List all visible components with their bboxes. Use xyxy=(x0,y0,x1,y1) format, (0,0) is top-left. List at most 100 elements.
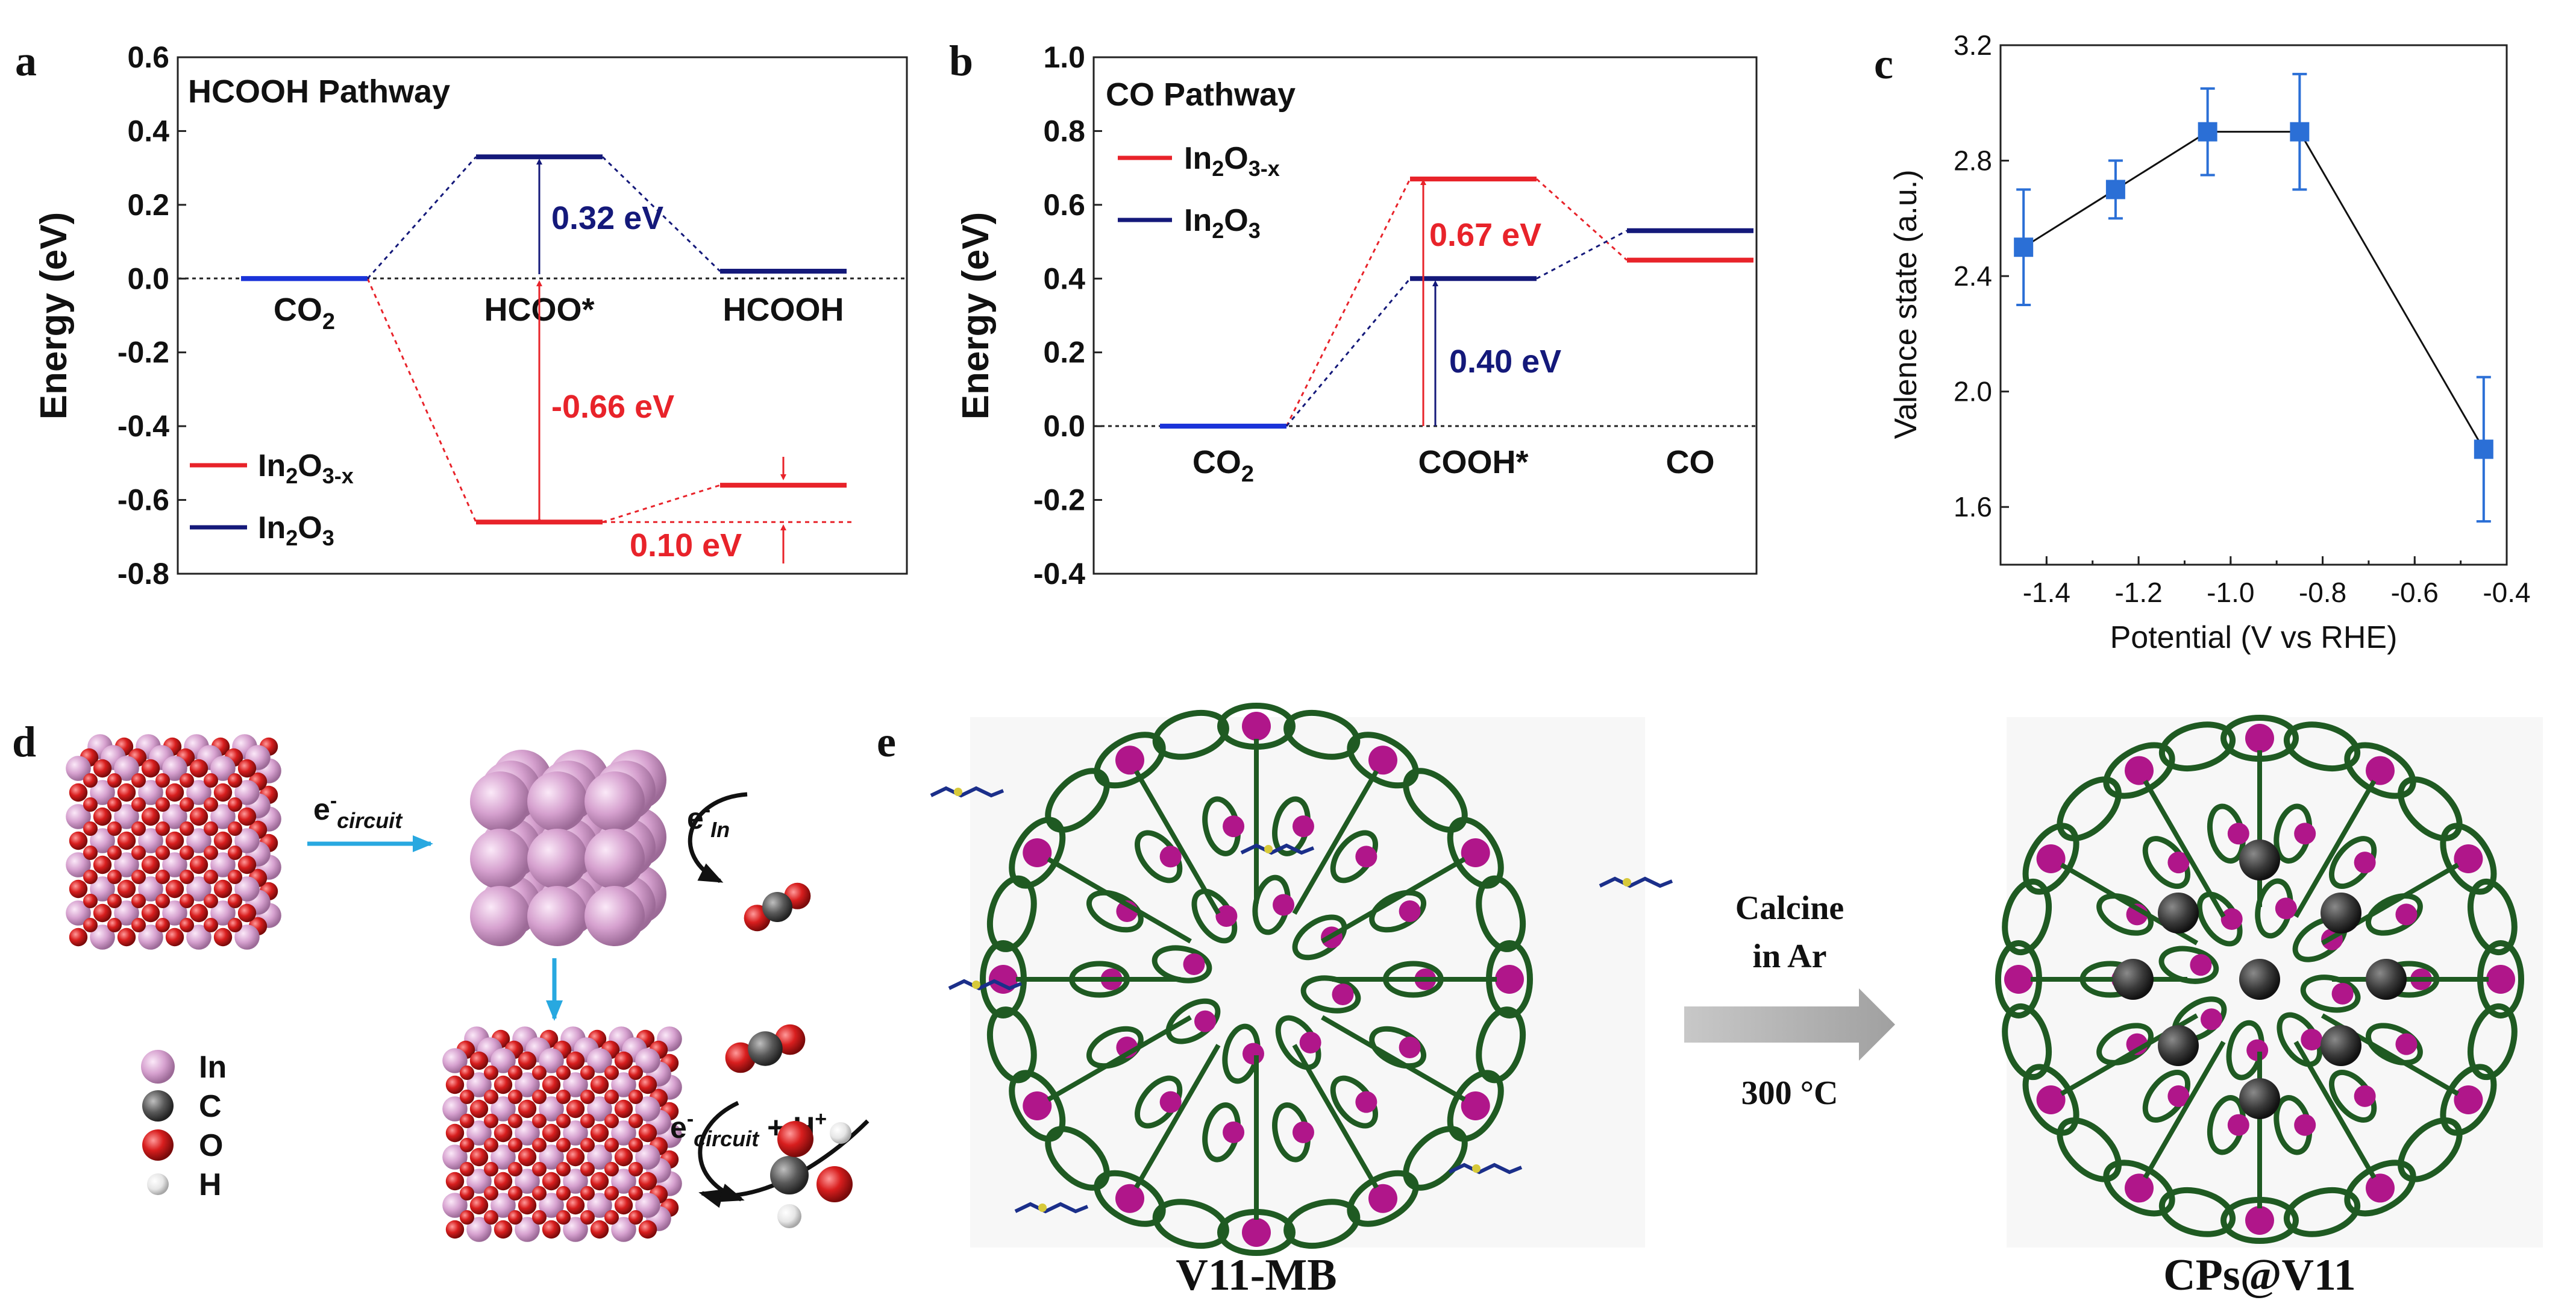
oxygen-atom xyxy=(604,1186,619,1200)
framework-linker xyxy=(2096,893,2154,936)
oxygen-atom xyxy=(237,903,257,923)
metal-node xyxy=(1355,846,1377,868)
indium-atom xyxy=(563,1217,588,1242)
panel-a-legend-navy: In2O3 xyxy=(258,510,334,550)
oxygen-atom xyxy=(590,1220,609,1239)
dye-molecule xyxy=(948,979,1023,991)
b-connector-red-1 xyxy=(1285,178,1411,427)
oxygen-atom xyxy=(469,1147,489,1167)
indium-atom xyxy=(162,852,187,877)
dye-sulfur xyxy=(1623,878,1631,887)
metal-node xyxy=(1273,894,1295,916)
oxygen-atom xyxy=(155,797,170,812)
oxygen-atom xyxy=(460,1162,474,1176)
framework-linker xyxy=(1283,1199,1361,1249)
c-ytick-label: 1.6 xyxy=(1954,491,1992,523)
oxygen-atom xyxy=(508,1138,522,1152)
oxygen-atom xyxy=(189,855,208,874)
panel-b-levels xyxy=(1160,177,1753,429)
oxygen-atom xyxy=(83,918,98,932)
a-connector-red-1 xyxy=(366,278,477,523)
indium-atom xyxy=(466,1169,492,1194)
metal-node xyxy=(2246,1039,2269,1061)
indium-atom xyxy=(90,828,115,853)
indium-atom xyxy=(527,771,588,832)
indium-atom xyxy=(466,1072,492,1097)
framework-linker xyxy=(2158,1187,2236,1237)
oxygen-atom xyxy=(556,1162,571,1176)
oxygen-atom xyxy=(628,1090,643,1104)
metal-node xyxy=(2227,1114,2249,1136)
c-xtick-label: -0.8 xyxy=(2299,577,2346,608)
oxygen-atom xyxy=(542,1123,561,1143)
oxygen-atom xyxy=(83,821,98,836)
dye-sulfur xyxy=(1264,845,1273,853)
oxygen-atom xyxy=(69,831,88,850)
oxygen-atom xyxy=(638,1123,657,1143)
metal-node xyxy=(2004,965,2033,994)
oxygen-atom xyxy=(590,1172,609,1191)
panel-b-legend-red: In2O3-x xyxy=(1184,141,1280,181)
b-connector-red-2 xyxy=(1535,178,1628,261)
oxygen-atom xyxy=(566,1051,585,1070)
metal-node xyxy=(2395,903,2418,926)
c-point xyxy=(2474,439,2493,459)
oxygen-atom xyxy=(141,807,160,826)
oxygen-atom xyxy=(131,773,146,788)
oxygen-atom xyxy=(484,1162,498,1176)
b-ytick-label: 0.4 xyxy=(1043,262,1085,295)
metal-node xyxy=(1215,905,1238,927)
temperature-label: 300 °C xyxy=(1741,1075,1838,1112)
oxygen-atom xyxy=(180,773,194,788)
oxygen-atom xyxy=(204,846,218,860)
c-ytick-label: 2.0 xyxy=(1954,376,1992,407)
framework-linker xyxy=(1403,768,1468,833)
metal-node xyxy=(1292,1121,1314,1143)
oxygen-atom xyxy=(816,1166,853,1202)
oxygen-atom xyxy=(590,1123,609,1143)
framework-linker xyxy=(2057,1117,2122,1182)
oxygen-atom xyxy=(518,1099,537,1119)
oxygen-atom xyxy=(237,807,257,826)
indium-atom xyxy=(66,804,91,829)
metal-node xyxy=(1242,1218,1271,1247)
metal-node xyxy=(989,965,1018,994)
metal-node xyxy=(2354,1085,2376,1107)
oxygen-atom xyxy=(155,918,170,932)
oxygen-atom xyxy=(107,846,122,860)
indium-atom xyxy=(162,900,187,926)
oxygen-atom xyxy=(614,1099,633,1119)
c-point xyxy=(2105,180,2125,199)
oxygen-atom xyxy=(604,1210,619,1225)
oxygen-atom xyxy=(508,1210,522,1225)
b-ytick-label: 0.6 xyxy=(1043,188,1085,222)
a-ytick-label: -0.2 xyxy=(118,336,169,369)
dye-molecule xyxy=(1599,876,1673,888)
b-ytick-label: 0.2 xyxy=(1043,336,1085,369)
metal-node xyxy=(2200,1008,2222,1031)
oxygen-atom xyxy=(566,1147,585,1167)
in2o3-cube-top xyxy=(66,734,281,950)
legend-label-h: H xyxy=(199,1167,222,1202)
oxygen-atom xyxy=(213,783,233,802)
panel-a-frame xyxy=(177,56,908,575)
oxygen-atom xyxy=(180,870,194,884)
framework-linker xyxy=(1086,1026,1144,1069)
indium-atom xyxy=(162,804,187,829)
calcine-label: Calcine xyxy=(1735,890,1844,927)
framework-linker xyxy=(1283,709,1361,760)
oxygen-atom xyxy=(604,1114,619,1128)
oxygen-atom xyxy=(445,1075,465,1094)
oxygen-atom xyxy=(180,918,194,932)
oxygen-atom xyxy=(189,759,208,778)
indium-atom xyxy=(66,900,91,926)
dye-molecule xyxy=(1014,1202,1089,1214)
indium-atom xyxy=(162,756,187,781)
metal-node xyxy=(1223,815,1245,838)
indium-atom xyxy=(587,1048,612,1073)
oxygen-atom xyxy=(155,870,170,884)
framework-linker xyxy=(2002,878,2052,956)
panel-b-legend-navy: In2O3 xyxy=(1184,203,1261,243)
metal-node xyxy=(1332,984,1354,1006)
